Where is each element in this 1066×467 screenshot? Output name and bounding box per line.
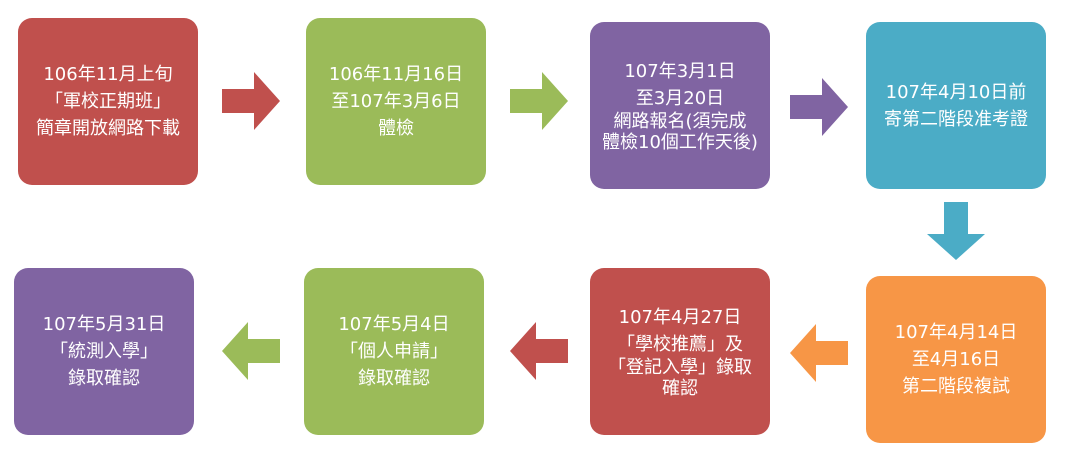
step-1-desc: 簡章開放網路下載 — [36, 118, 180, 139]
step-1-box: 106年11月上旬 「軍校正期班」 簡章開放網路下載 — [18, 18, 198, 185]
step-2-date-range: 至107年3月6日 — [331, 91, 461, 112]
step-7-desc: 錄取確認 — [358, 368, 430, 389]
step-6-desc-1: 「學校推薦」及 — [617, 333, 743, 355]
arrow-right-icon — [790, 78, 848, 136]
step-5-date: 107年4月14日 — [894, 322, 1018, 343]
step-2-desc: 體檢 — [378, 118, 414, 139]
step-4-date: 107年4月10日前 — [885, 81, 1027, 103]
arrow-right-icon — [510, 72, 568, 130]
step-8-box: 107年5月31日 「統測入學」 錄取確認 — [14, 268, 194, 435]
step-5-box: 107年4月14日 至4月16日 第二階段複試 — [866, 276, 1046, 443]
step-4-desc: 寄第二階段准考證 — [884, 108, 1028, 130]
arrow-down-icon — [927, 202, 985, 260]
step-6-desc-2: 「登記入學」錄取 — [608, 356, 752, 378]
step-4-box: 107年4月10日前 寄第二階段准考證 — [866, 22, 1046, 189]
arrow-left-icon — [510, 322, 568, 380]
arrow-left-icon — [222, 322, 280, 380]
step-8-desc: 錄取確認 — [68, 368, 140, 389]
step-6-date: 107年4月27日 — [618, 306, 742, 328]
step-7-date: 107年5月4日 — [338, 314, 450, 335]
arrow-left-icon — [790, 324, 848, 382]
step-6-desc-3: 確認 — [662, 377, 698, 399]
step-1-title: 「軍校正期班」 — [45, 91, 171, 112]
step-3-box: 107年3月1日 至3月20日 網路報名(須完成 體檢10個工作天後) — [590, 22, 770, 189]
step-2-date: 106年11月16日 — [328, 64, 464, 85]
arrow-right-icon — [222, 72, 280, 130]
step-3-desc-2: 體檢10個工作天後) — [602, 131, 758, 153]
step-3-date-range: 至3月20日 — [635, 87, 725, 109]
step-7-title: 「個人申請」 — [340, 341, 448, 362]
step-6-box: 107年4月27日 「學校推薦」及 「登記入學」錄取 確認 — [590, 268, 770, 435]
step-7-box: 107年5月4日 「個人申請」 錄取確認 — [304, 268, 484, 435]
step-5-desc: 第二階段複試 — [902, 376, 1010, 397]
step-8-title: 「統測入學」 — [50, 341, 158, 362]
step-1-date: 106年11月上旬 — [43, 64, 173, 85]
step-2-box: 106年11月16日 至107年3月6日 體檢 — [306, 18, 486, 185]
step-3-date: 107年3月1日 — [624, 60, 736, 82]
step-3-desc-1: 網路報名(須完成 — [613, 110, 747, 132]
step-8-date: 107年5月31日 — [42, 314, 166, 335]
step-5-date-range: 至4月16日 — [911, 349, 1001, 370]
